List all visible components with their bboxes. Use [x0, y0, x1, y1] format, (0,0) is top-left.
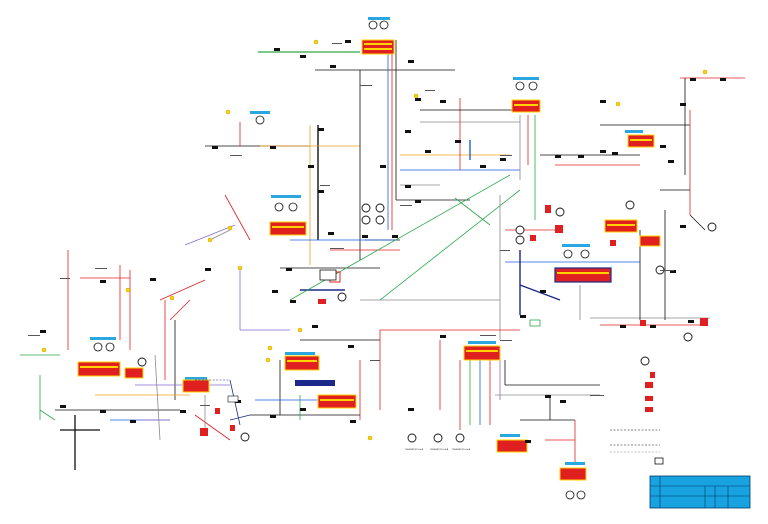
- title-block: [649, 475, 751, 509]
- gen-label-left: ГЕНЕРАТОР 6,3кВ: [405, 448, 424, 451]
- tie-lines: [20, 40, 745, 470]
- substation-caps: [90, 17, 643, 500]
- aux-lines: [195, 379, 660, 453]
- busbars: [77, 39, 661, 481]
- generators: [137, 200, 717, 443]
- callouts: [295, 269, 664, 465]
- red-switches: [200, 205, 708, 436]
- gen-label-mid: ГЕНЕРАТОР 6,3кВ: [430, 448, 449, 451]
- breakers: [40, 40, 726, 443]
- gen-label-right: ГЕНЕРАТОР 6,3кВ: [452, 448, 471, 451]
- warning-markers: [41, 39, 708, 441]
- annotation-marks: [28, 43, 674, 406]
